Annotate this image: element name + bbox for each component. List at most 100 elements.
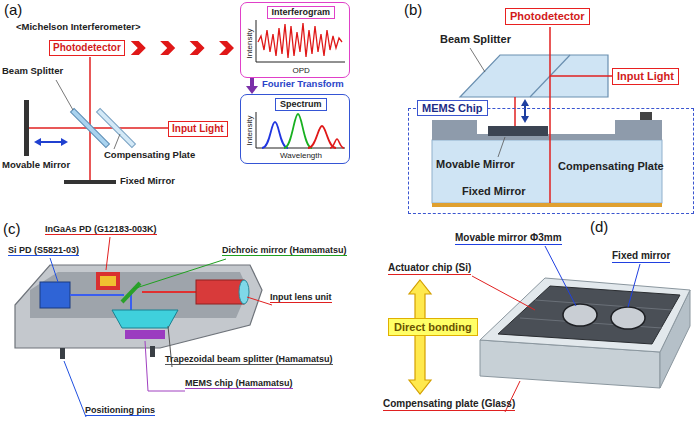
box-text: Photodetector <box>510 10 585 23</box>
leader-line <box>628 264 640 307</box>
dichroic-mirror <box>122 283 140 302</box>
detector-box: Photodetector <box>505 8 590 25</box>
part-label: Beam Splitter <box>440 33 511 46</box>
part-label: Movable mirror Φ3mm <box>455 232 562 245</box>
compensating-plate <box>97 109 136 148</box>
chevron-arrow <box>131 41 234 55</box>
axis-label: OPD <box>293 66 310 75</box>
leader-line <box>498 137 505 157</box>
part-label: Input lens unit <box>270 292 332 303</box>
panel-tag: (d) <box>590 218 608 235</box>
axis <box>256 112 257 148</box>
axis <box>256 20 257 62</box>
ingaas-pd <box>100 276 116 286</box>
light-beam <box>550 75 612 77</box>
interferogram-wave <box>258 23 342 58</box>
fixed-mirror <box>64 180 116 184</box>
part-label: Si PD (S5821-03) <box>8 245 79 256</box>
leader-line <box>545 246 576 306</box>
leader-line <box>145 341 185 391</box>
mems-section <box>432 27 662 207</box>
part-label: MEMS chip (Hamamatsu) <box>185 378 293 389</box>
positioning-pin <box>150 346 155 357</box>
interferogram-panel: InterferogramIntensityOPD <box>240 2 350 78</box>
axis-label: Intensity <box>245 28 254 58</box>
part-label: Compensating Plate <box>104 150 195 161</box>
part-label: <Michelson Interferometer> <box>16 22 141 33</box>
panel-title: Spectrum <box>275 98 327 111</box>
interferogram-plot <box>256 20 345 62</box>
flow-arrow <box>246 78 258 94</box>
part-label: Positioning pins <box>85 405 155 416</box>
region-title: MEMS Chip <box>417 100 488 116</box>
panel-tag: (b) <box>404 1 422 18</box>
part-label: Trapezoidal beam splitter (Hamamatsu) <box>165 354 333 365</box>
chevron <box>160 41 175 55</box>
input-lens <box>196 280 244 304</box>
box-text: Input Light <box>617 70 674 83</box>
arrow-head <box>521 116 529 123</box>
light-beam <box>549 27 551 203</box>
arrow-head <box>61 138 68 146</box>
ingaas-pd <box>96 272 120 290</box>
movable-mirror <box>563 304 597 326</box>
box-text: Photodetector <box>53 42 121 54</box>
chevron <box>131 41 146 55</box>
light-path <box>70 294 124 296</box>
movable-mirror <box>24 100 29 156</box>
movable-mirror <box>488 126 548 136</box>
spectrum-plot <box>256 112 345 148</box>
leader-line <box>56 80 73 110</box>
leader-line <box>247 297 272 305</box>
motion-arrow <box>524 104 526 118</box>
silicon-frame <box>432 120 477 140</box>
actuator-chip <box>498 286 680 344</box>
box-text: Input Light <box>172 123 224 135</box>
light-path <box>142 291 196 293</box>
lens-face <box>239 280 249 304</box>
si-pd <box>40 282 70 308</box>
panel-tag: (a) <box>4 1 22 18</box>
part-label: Dichroic mirror (Hamamatsu) <box>222 245 347 256</box>
fixed-mirror <box>611 307 645 329</box>
box-text: Direct bonding <box>394 320 472 334</box>
part-label: Fixed Mirror <box>120 176 175 187</box>
part-label: Compensating Plate <box>558 160 664 173</box>
arrow-head <box>246 86 258 94</box>
part-label: Movable Mirror <box>436 158 515 171</box>
part-label: InGaAs PD (G12183-003K) <box>45 224 157 235</box>
panel-tag: (c) <box>3 220 21 237</box>
spectrum-panel: SpectrumIntensityWavelength <box>240 94 350 164</box>
leader-line <box>114 134 120 149</box>
detector-box: Photodetector <box>49 40 125 56</box>
leader-line <box>50 258 58 282</box>
axis-label: Wavelength <box>280 151 322 160</box>
part-label: Fourier Transform <box>262 79 344 90</box>
arrow-head <box>521 99 529 106</box>
leader-line <box>64 361 86 417</box>
light-beam <box>89 57 91 180</box>
bonding-box: Direct bonding <box>388 318 478 336</box>
part-label: Fixed Mirror <box>462 185 526 198</box>
axis <box>256 62 345 63</box>
chevron <box>190 41 205 55</box>
part-label: Fixed mirror <box>612 250 670 263</box>
glass-top <box>480 278 690 352</box>
chevron <box>219 41 234 55</box>
spectrum-peak <box>284 114 312 148</box>
panel-title: Interferogram <box>267 6 336 19</box>
light-beam <box>514 97 516 126</box>
mems-chip <box>125 330 165 339</box>
part-label: Actuator chip (Si) <box>388 262 471 275</box>
part-label: Movable Mirror <box>2 160 70 171</box>
input-box: Input Light <box>168 121 228 137</box>
arrow-head <box>34 138 41 146</box>
silicon-frame <box>615 120 662 140</box>
light-beam <box>29 127 168 129</box>
leader-line <box>133 259 226 289</box>
spectrum-peak <box>262 122 288 148</box>
chip-pattern <box>535 300 672 310</box>
spectrometer-render <box>15 237 272 417</box>
part-label: Beam Splitter <box>2 66 63 77</box>
fixed-mirror <box>432 203 662 207</box>
